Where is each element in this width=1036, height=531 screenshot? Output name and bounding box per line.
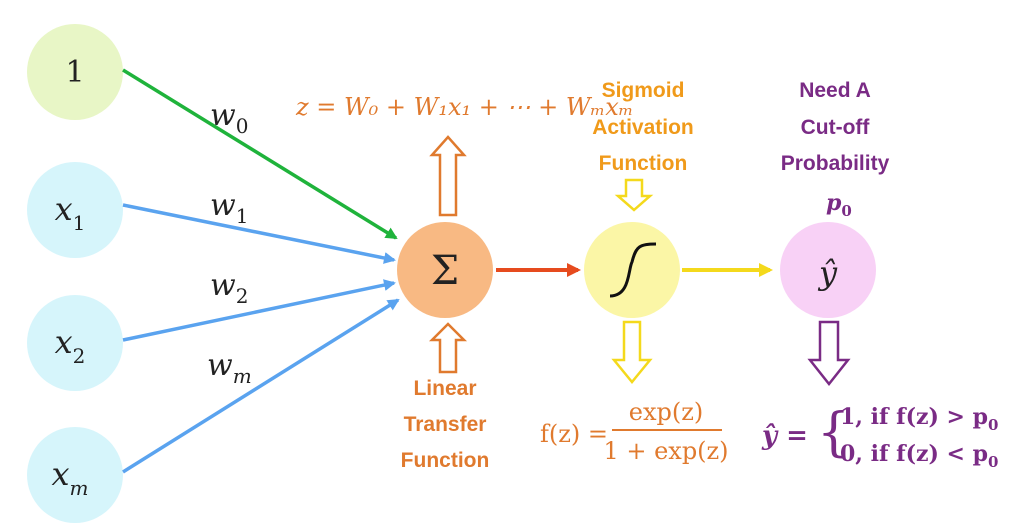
sigmoid-formula-num: exp(z) (629, 398, 703, 426)
svg-text:Probability: Probability (781, 152, 890, 175)
cutoff-probability-label: Need A Cut-off Probability (781, 79, 890, 175)
bias-label: 1 (65, 55, 84, 90)
arrow-wm (122, 298, 400, 474)
svg-text:xm: xm (51, 455, 88, 500)
arrow-w0 (122, 68, 398, 240)
output-node: ŷ (780, 222, 876, 318)
case-two: 0, if f(z) < p0 (840, 441, 998, 471)
p0-label: p0 (826, 190, 852, 220)
decision-rule-lhs: ŷ = (761, 421, 808, 451)
svg-text:Linear: Linear (413, 377, 476, 400)
svg-text:Function: Function (599, 152, 688, 175)
sigmoid-activation-label: Sigmoid Activation Function (592, 79, 694, 175)
sigmoid-formula-den: 1 + exp(z) (603, 437, 728, 465)
y-hat-symbol: ŷ (817, 254, 838, 292)
svg-text:Sigmoid: Sigmoid (602, 79, 685, 102)
case-one: 1, if f(z) > p0 (840, 404, 998, 434)
sigmoid-formula-lhs: f(z) = (540, 420, 608, 448)
svg-text:Transfer: Transfer (404, 413, 487, 436)
arrow-w1 (122, 203, 396, 264)
svg-text:Need A: Need A (799, 79, 871, 102)
hollow-arrow-down-output (807, 320, 851, 387)
x2-sub: 2 (73, 344, 86, 368)
weight-wm: wm (207, 348, 252, 388)
sigmoid-node (584, 222, 680, 318)
hollow-arrow-up-formula (429, 135, 467, 217)
hollow-arrow-down-sigmoid-out (611, 320, 653, 384)
x2-base: x (55, 323, 73, 361)
hollow-arrow-down-sigmoid-in (614, 178, 654, 212)
sigma-symbol: Σ (431, 248, 459, 294)
svg-text:x1: x1 (55, 190, 86, 235)
svg-text:Activation: Activation (592, 116, 694, 139)
linear-transfer-label: Linear Transfer Function (401, 377, 490, 472)
svg-text:Function: Function (401, 449, 490, 472)
x1-base: x (55, 190, 73, 228)
svg-text:x2: x2 (55, 323, 86, 368)
decision-rule: ŷ = { 1, if f(z) > p0 0, if f(z) < p0 (761, 403, 998, 471)
xm-sub: m (70, 476, 89, 500)
input-node-x2: x2 (27, 295, 123, 391)
sigmoid-curve-icon (609, 242, 657, 298)
weight-w1: w1 (210, 188, 248, 228)
xm-base: x (51, 455, 69, 493)
sum-node: Σ (397, 222, 493, 318)
x1-sub: 1 (73, 211, 86, 235)
sigmoid-formula: f(z) = exp(z) 1 + exp(z) (540, 398, 729, 465)
linear-formula: z = W₀ + W₁x₁ + ⋯ + Wₘxₘ (295, 93, 634, 121)
arrow-w2 (122, 279, 396, 342)
input-node-xm: xm (27, 427, 123, 523)
input-node-bias: 1 (27, 24, 123, 120)
hollow-arrow-up-label (428, 322, 468, 374)
weight-w0: w0 (210, 98, 248, 138)
left-brace: { (817, 403, 850, 463)
weight-w2: w2 (210, 268, 248, 308)
svg-text:Cut-off: Cut-off (801, 116, 871, 139)
input-node-x1: x1 (27, 162, 123, 258)
